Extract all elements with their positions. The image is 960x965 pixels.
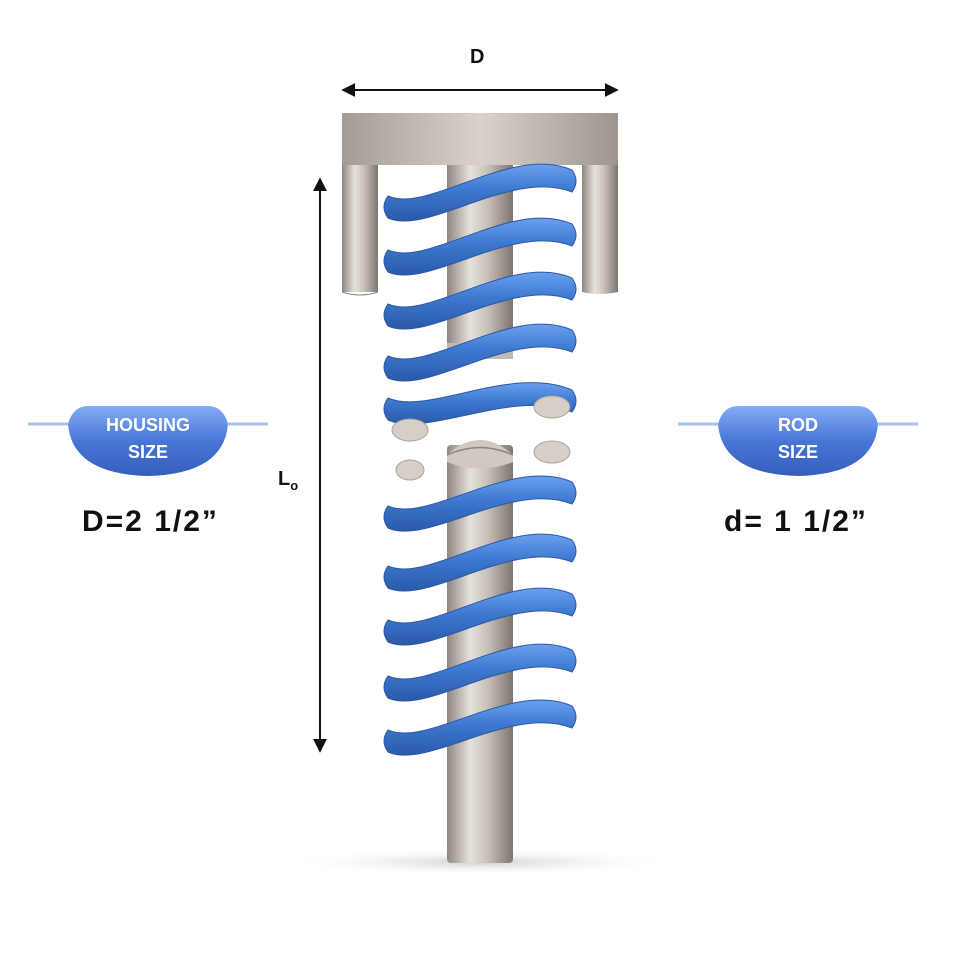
housing-dimension-label: D [470, 46, 485, 68]
spring-coil-5 [383, 382, 577, 425]
length-label-main: L [278, 468, 291, 490]
spring-coil-3 [383, 271, 577, 330]
length-label-subscript: o [290, 478, 299, 493]
rod-badge-line1: ROD [778, 415, 818, 435]
spring-coil-9 [383, 643, 577, 702]
spring-coil-7 [383, 533, 577, 592]
rod-size-value: d= 1 1/2” [724, 505, 868, 538]
rod-size-badge: ROD SIZE [678, 396, 918, 486]
housing-size-badge: HOUSING SIZE [28, 396, 268, 486]
rod-badge-line2: SIZE [777, 442, 818, 462]
length-dimension-label: Lo [278, 468, 298, 493]
spring-coil-8 [383, 587, 577, 646]
housing-badge-line1: HOUSING [105, 415, 190, 435]
housing-size-value: D=2 1/2” [82, 505, 219, 538]
spring-coil-10 [383, 699, 577, 756]
spring-coil-4 [383, 323, 577, 382]
housing-cap [341, 113, 618, 296]
spring-coil-2 [383, 217, 577, 276]
coil-cut-ends [391, 395, 571, 481]
spring-coils [383, 163, 577, 756]
spring-coil-6 [383, 475, 577, 532]
housing-badge-line2: SIZE [127, 442, 168, 462]
spring-coil-1 [383, 163, 577, 222]
